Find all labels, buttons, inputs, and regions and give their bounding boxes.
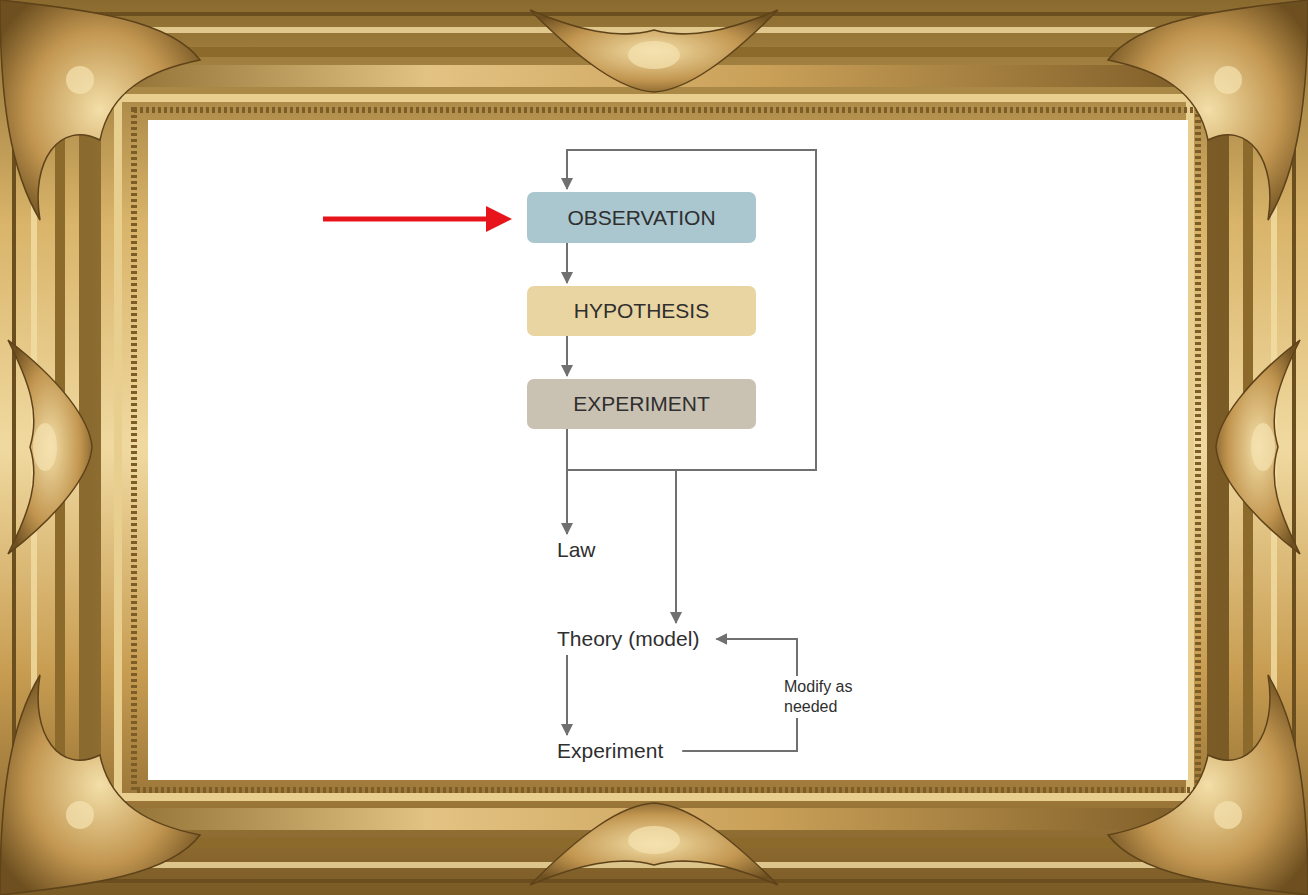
outcome-text: Experiment [554,738,666,764]
frame-highlights [33,41,1275,854]
frame-molding [90,76,1218,819]
flow-arrow [566,336,568,376]
flow-arrow [682,639,797,751]
frame-molding [118,98,1190,797]
outcome-text: Law [554,537,599,563]
outcome-text: Theory (model) [554,626,702,652]
flow-arrow [566,243,568,283]
canvas-ground [148,120,1188,780]
node-text: Experiment [557,739,663,763]
node-text: Law [557,538,596,562]
process-box: OBSERVATION [527,192,756,243]
frame-molding [34,30,1274,865]
process-box: EXPERIMENT [527,379,756,429]
pointer-arrow-shaft [323,217,492,222]
flow-arrow [566,655,568,735]
pointer-arrow [323,206,512,232]
edge-label: Modify as needed [782,676,870,718]
frame-molding [14,14,1294,881]
process-box: HYPOTHESIS [527,286,756,336]
node-text: Theory (model) [557,627,699,651]
node-text: HYPOTHESIS [574,299,709,323]
flow-arrow [567,429,676,623]
frame-molding [60,52,1248,843]
frame-bead [134,110,1198,790]
pointer-arrow-head [486,206,512,232]
node-text: EXPERIMENT [573,392,710,416]
node-text: OBSERVATION [567,206,715,230]
